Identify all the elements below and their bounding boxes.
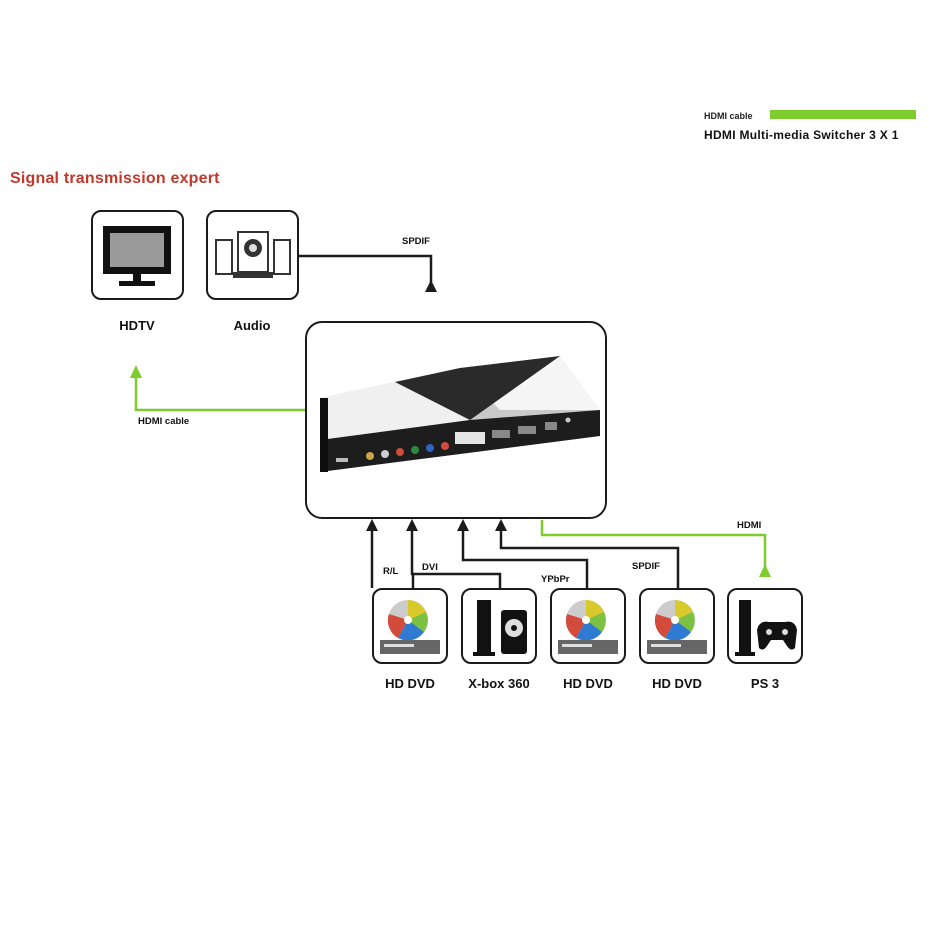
legend-label: HDMI cable (704, 111, 753, 121)
hdmi-in-line (540, 520, 767, 575)
input-box-xbox (461, 588, 537, 664)
input-box-hd-dvd-2 (550, 588, 626, 664)
wire-label-hdmi-out: HDMI cable (138, 416, 190, 427)
input-label-hd-dvd-2: HD DVD (563, 676, 613, 691)
input-label-ps3: PS 3 (750, 676, 780, 691)
wire-label-ypbpr: YPbPr (541, 574, 570, 585)
spdif-out-line (298, 254, 433, 290)
legend-hdmi-swatch (770, 110, 916, 119)
dvd-player-icon (647, 600, 707, 654)
dvd-player-icon (558, 600, 618, 654)
input-box-hd-dvd-3 (639, 588, 715, 664)
wire-label-rl: R/L (383, 566, 399, 577)
input-box-ps3 (727, 588, 803, 664)
input-label-hd-dvd-3: HD DVD (652, 676, 702, 691)
dvi-line-a (410, 524, 415, 588)
diagram-title: HDMI Multi-media Switcher 3 X 1 (704, 128, 899, 142)
wire-label-spdif-in: SPDIF (632, 561, 660, 572)
input-box-hd-dvd-1 (372, 588, 448, 664)
dvd-player-icon (380, 600, 440, 654)
input-label-xbox: X-box 360 (468, 676, 530, 691)
ypbpr-line (461, 524, 589, 588)
wire-label-dvi: DVI (422, 562, 438, 573)
spdif-in-line (499, 524, 680, 588)
output-label-hdtv: HDTV (119, 318, 155, 333)
audio-box (206, 210, 299, 300)
wire-label-spdif-out: SPDIF (402, 236, 430, 247)
wire-label-hdmi-in: HDMI (737, 520, 762, 531)
xbox-icon (473, 600, 527, 656)
dvi-line-b (413, 572, 502, 588)
switcher-device (320, 356, 600, 472)
tv-icon (103, 226, 171, 286)
speaker-icon (215, 231, 291, 278)
output-label-audio: Audio (233, 318, 271, 333)
hdmi-out-line (134, 375, 305, 412)
heading: Signal transmission expert (10, 170, 220, 187)
hdtv-box (91, 210, 184, 300)
gamepad-icon (735, 600, 797, 656)
input-label-hd-dvd-1: HD DVD (385, 676, 435, 691)
